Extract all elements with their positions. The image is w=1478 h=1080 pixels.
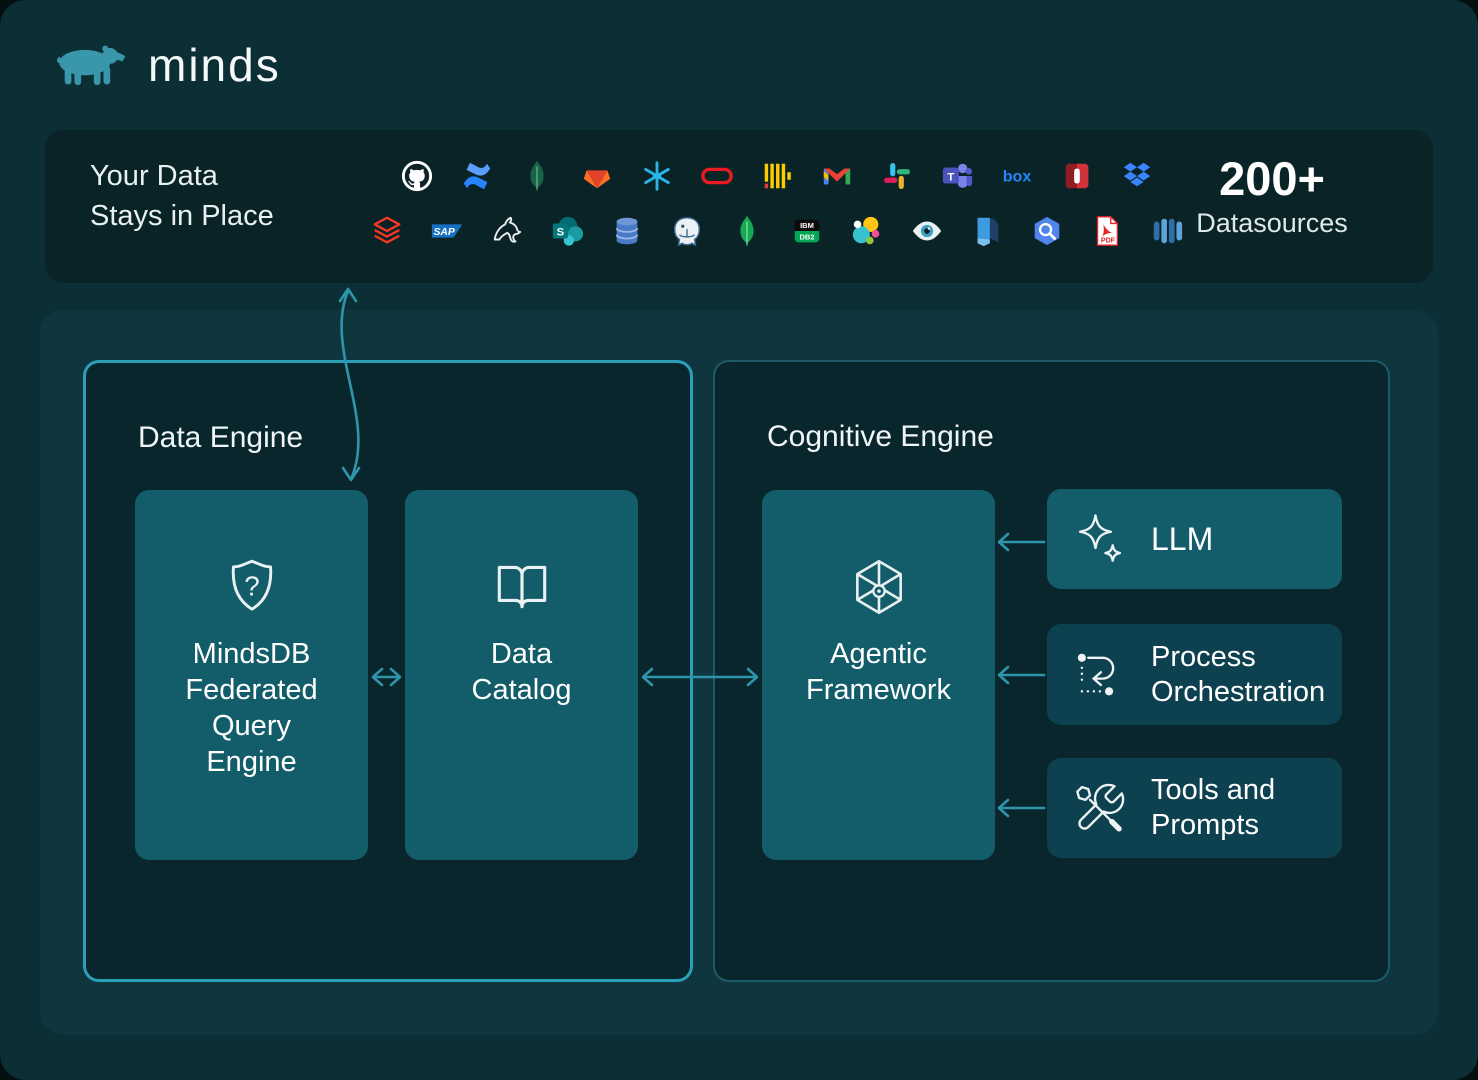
data-engine-title: Data Engine	[138, 421, 304, 454]
shield-question-icon: ?	[135, 554, 368, 620]
data-catalog-card: Data Catalog	[405, 490, 638, 860]
cube-icon	[762, 554, 995, 620]
process-orchestration-card: Process Orchestration	[1047, 624, 1342, 725]
datasource-count-number: 200+	[1219, 152, 1325, 205]
svg-text:SAP: SAP	[433, 227, 454, 238]
sparkles-icon	[1071, 510, 1129, 568]
data-catalog-card-label: Data Catalog	[471, 638, 572, 706]
datasource-count-label: Datasources	[1196, 208, 1348, 238]
sharepoint-icon: S	[550, 214, 584, 248]
svg-text:PDF: PDF	[1101, 236, 1116, 244]
mindsdb-federated-query-engine-card: ? MindsDB Federated Query Engine	[135, 490, 368, 860]
svg-text:?: ?	[244, 570, 259, 601]
agentic-framework-card: Agentic Framework	[762, 490, 995, 860]
svg-text:IBM: IBM	[800, 221, 814, 230]
page-curl-icon	[970, 214, 1004, 248]
svg-text:box: box	[1003, 168, 1032, 186]
pdf-icon: PDF	[1090, 214, 1124, 248]
oracle-icon	[700, 159, 734, 193]
open-book-icon	[405, 554, 638, 620]
brand-wordmark: minds	[148, 39, 281, 91]
bigquery-icon	[1030, 214, 1064, 248]
svg-text:DB2: DB2	[799, 233, 814, 242]
gitlab-icon	[580, 159, 614, 193]
tools-and-prompts-card-label: Tools and Prompts	[1151, 774, 1276, 841]
process-loop-icon	[1071, 646, 1129, 704]
clickhouse-icon	[760, 159, 794, 193]
sap-icon: SAP	[430, 214, 464, 248]
cognitive-engine-title: Cognitive Engine	[767, 420, 994, 453]
github-icon	[400, 159, 434, 193]
mongodb-green-icon	[730, 214, 764, 248]
datasource-icon-row-2: SAP S IBM DB2 PDF	[337, 214, 1217, 248]
postgresql-icon	[670, 214, 704, 248]
minds-logo: minds	[52, 38, 281, 92]
db-columns-icon	[1150, 214, 1184, 248]
llm-card-label: LLM	[1151, 520, 1214, 557]
datasources-title: Your Data Stays in Place	[90, 160, 274, 232]
redshift-icon	[1060, 159, 1094, 193]
mysql-icon	[490, 214, 524, 248]
eye-icon	[910, 214, 944, 248]
tools-icon	[1071, 779, 1129, 837]
teams-icon: T	[940, 159, 974, 193]
databricks-icon	[370, 214, 404, 248]
process-orchestration-card-label: Process Orchestration	[1151, 640, 1326, 708]
mindsdb-card-label: MindsDB Federated Query Engine	[185, 638, 318, 778]
box-icon: box	[1000, 159, 1034, 193]
elasticsearch-icon	[850, 214, 884, 248]
datasource-count: 200+ Datasources	[1155, 152, 1389, 239]
slack-icon	[880, 159, 914, 193]
snowflake-icon	[640, 159, 674, 193]
dropbox-icon	[1120, 159, 1154, 193]
svg-text:S: S	[557, 227, 565, 239]
agentic-framework-card-label: Agentic Framework	[805, 638, 951, 706]
gmail-icon	[820, 159, 854, 193]
tools-and-prompts-card: Tools and Prompts	[1047, 758, 1342, 858]
mongodb-icon	[520, 159, 554, 193]
dynamodb-icon	[610, 214, 644, 248]
ibm-db2-icon: IBM DB2	[790, 214, 824, 248]
confluence-icon	[460, 159, 494, 193]
svg-text:T: T	[947, 171, 954, 183]
bear-logo-icon	[52, 41, 132, 89]
llm-card: LLM	[1047, 489, 1342, 589]
